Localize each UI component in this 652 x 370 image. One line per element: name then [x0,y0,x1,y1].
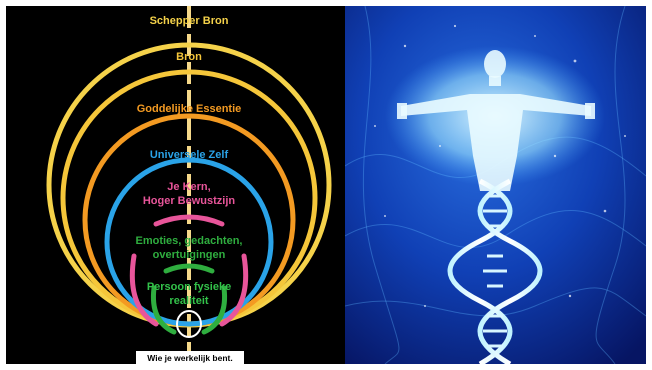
label-je-kern-line2: Hoger Bewustzijn [143,195,236,207]
caption-text: Wie je werkelijk bent. [147,353,232,363]
label-schepper-bron: Schepper Bron [150,15,229,27]
label-universele-zelf: Universele Zelf [150,149,229,161]
label-je-kern-line1: Je Kern, [167,181,210,193]
label-goddelijke-essentie: Goddelijke Essentie [137,103,242,115]
label-emoties-line2: overtuigingen [153,249,226,261]
label-persoon-line1: Persoon fysieke [147,281,231,293]
dna-human-figure-icon [345,6,646,364]
dna-human-figure-photo [345,6,646,364]
label-bron: Bron [176,51,202,63]
label-persoon-line2: realiteit [169,295,208,307]
label-emoties-line1: Emoties, gedachten, [136,235,243,247]
consciousness-diagram-panel: Schepper Bron Bron Goddelijke Essentie U… [6,6,345,364]
consciousness-diagram: Schepper Bron Bron Goddelijke Essentie U… [6,6,345,364]
